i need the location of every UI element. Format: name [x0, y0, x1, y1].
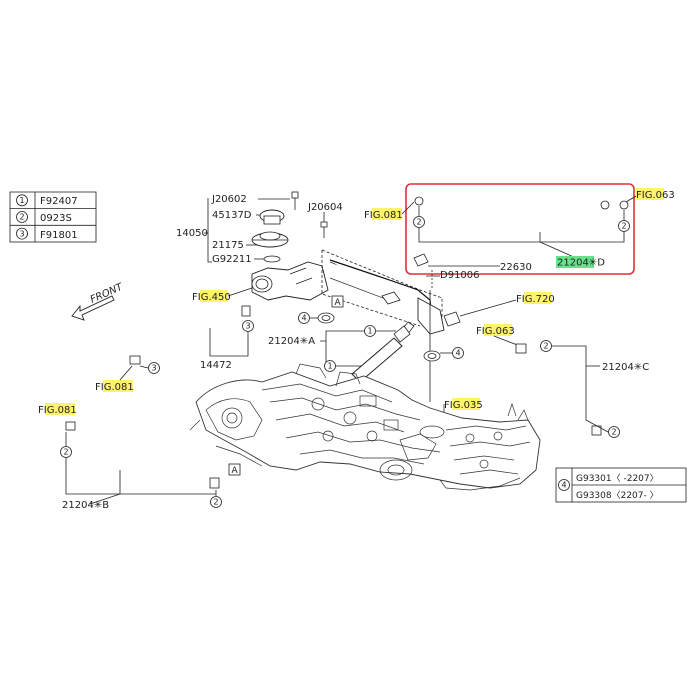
fig-ref-081-top[interactable]: FIG.081 [364, 210, 403, 221]
engine-block-illustration [189, 363, 541, 491]
part-45137d: 45137D [212, 210, 252, 221]
part-14050: 14050 [176, 228, 208, 239]
legend-code-3: F91801 [40, 230, 78, 241]
legend-row-2: G93308〈2207- 〉 [576, 490, 659, 501]
hose-21204b: 2 2 21204✳B [60, 421, 222, 511]
hose-21204c: 2 2 21204✳C [515, 340, 649, 438]
clamp-callout-14472-top: 3 [245, 322, 250, 331]
part-g92211: G92211 [212, 254, 252, 265]
legend-num-2: 2 [19, 213, 24, 222]
legend-top: 1 F92407 2 0923S 3 F91801 [9, 191, 97, 243]
part-21204d: 21204✳D [557, 258, 605, 269]
clamp-callout-14472-bottom: 3 [151, 364, 156, 373]
part-j20604: J20604 [307, 202, 343, 213]
part-14472: 14472 [200, 360, 232, 371]
clamp-callout-d-left: 2 [416, 218, 421, 227]
part-d91006: D91006 [440, 270, 480, 281]
fig-ref-035[interactable]: FIG.035 [444, 400, 483, 411]
part-22630: 22630 [500, 262, 532, 273]
legend-bottom: 4 G93301〈 -2207〉 G93308〈2207- 〉 [555, 467, 687, 503]
fig-ref-063-mid[interactable]: FIG.063 [476, 326, 515, 337]
thermostat-cluster: 14050 J20602 45137D 21175 G92211 J20604 [176, 191, 343, 301]
washer-callout-lower: 4 [455, 349, 460, 358]
clamp-callout-b-left: 2 [63, 448, 68, 457]
fig-ref-081-far[interactable]: FIG.081 [38, 405, 77, 416]
clamp-callout-c-bottom: 2 [611, 428, 616, 437]
part-21204a: 21204✳A [268, 336, 315, 347]
part-21175: 21175 [212, 240, 244, 251]
front-arrow: FRONT [71, 281, 125, 321]
legend-num-3: 3 [19, 229, 24, 238]
legend-num-1: 1 [19, 196, 24, 205]
callout-a-top: A [335, 298, 342, 308]
fig-ref-720[interactable]: FIG.720 [516, 294, 555, 305]
clamp-callout-d-right: 2 [621, 222, 626, 231]
callout-a-bottom: A [232, 466, 239, 476]
clamp-callout-a2: 1 [327, 362, 332, 371]
clamp-callout-a1: 1 [367, 327, 372, 336]
highlight-box-21204d: 2 2 21204✳D 22630 [405, 183, 635, 275]
fig-ref-063-top[interactable]: FIG.063 [636, 190, 675, 201]
part-21204b: 21204✳B [62, 500, 109, 511]
legend-code-1: F92407 [40, 196, 78, 207]
legend-code-2: 0923S [40, 213, 72, 224]
fig-ref-081-left[interactable]: FIG.081 [95, 382, 134, 393]
legend-row-1: G93301〈 -2207〉 [576, 473, 659, 484]
clamp-callout-b-right: 2 [213, 498, 218, 507]
washer-callout-upper: 4 [301, 314, 306, 323]
coolant-pipe-assembly [321, 249, 461, 402]
legend-num-4: 4 [561, 481, 566, 490]
part-j20602: J20602 [211, 194, 247, 205]
hose-14472: 3 3 14472 [129, 305, 254, 374]
part-21204c: 21204✳C [602, 362, 649, 373]
fig-ref-450[interactable]: FIG.450 [192, 292, 231, 303]
clamp-callout-c-top: 2 [543, 342, 548, 351]
